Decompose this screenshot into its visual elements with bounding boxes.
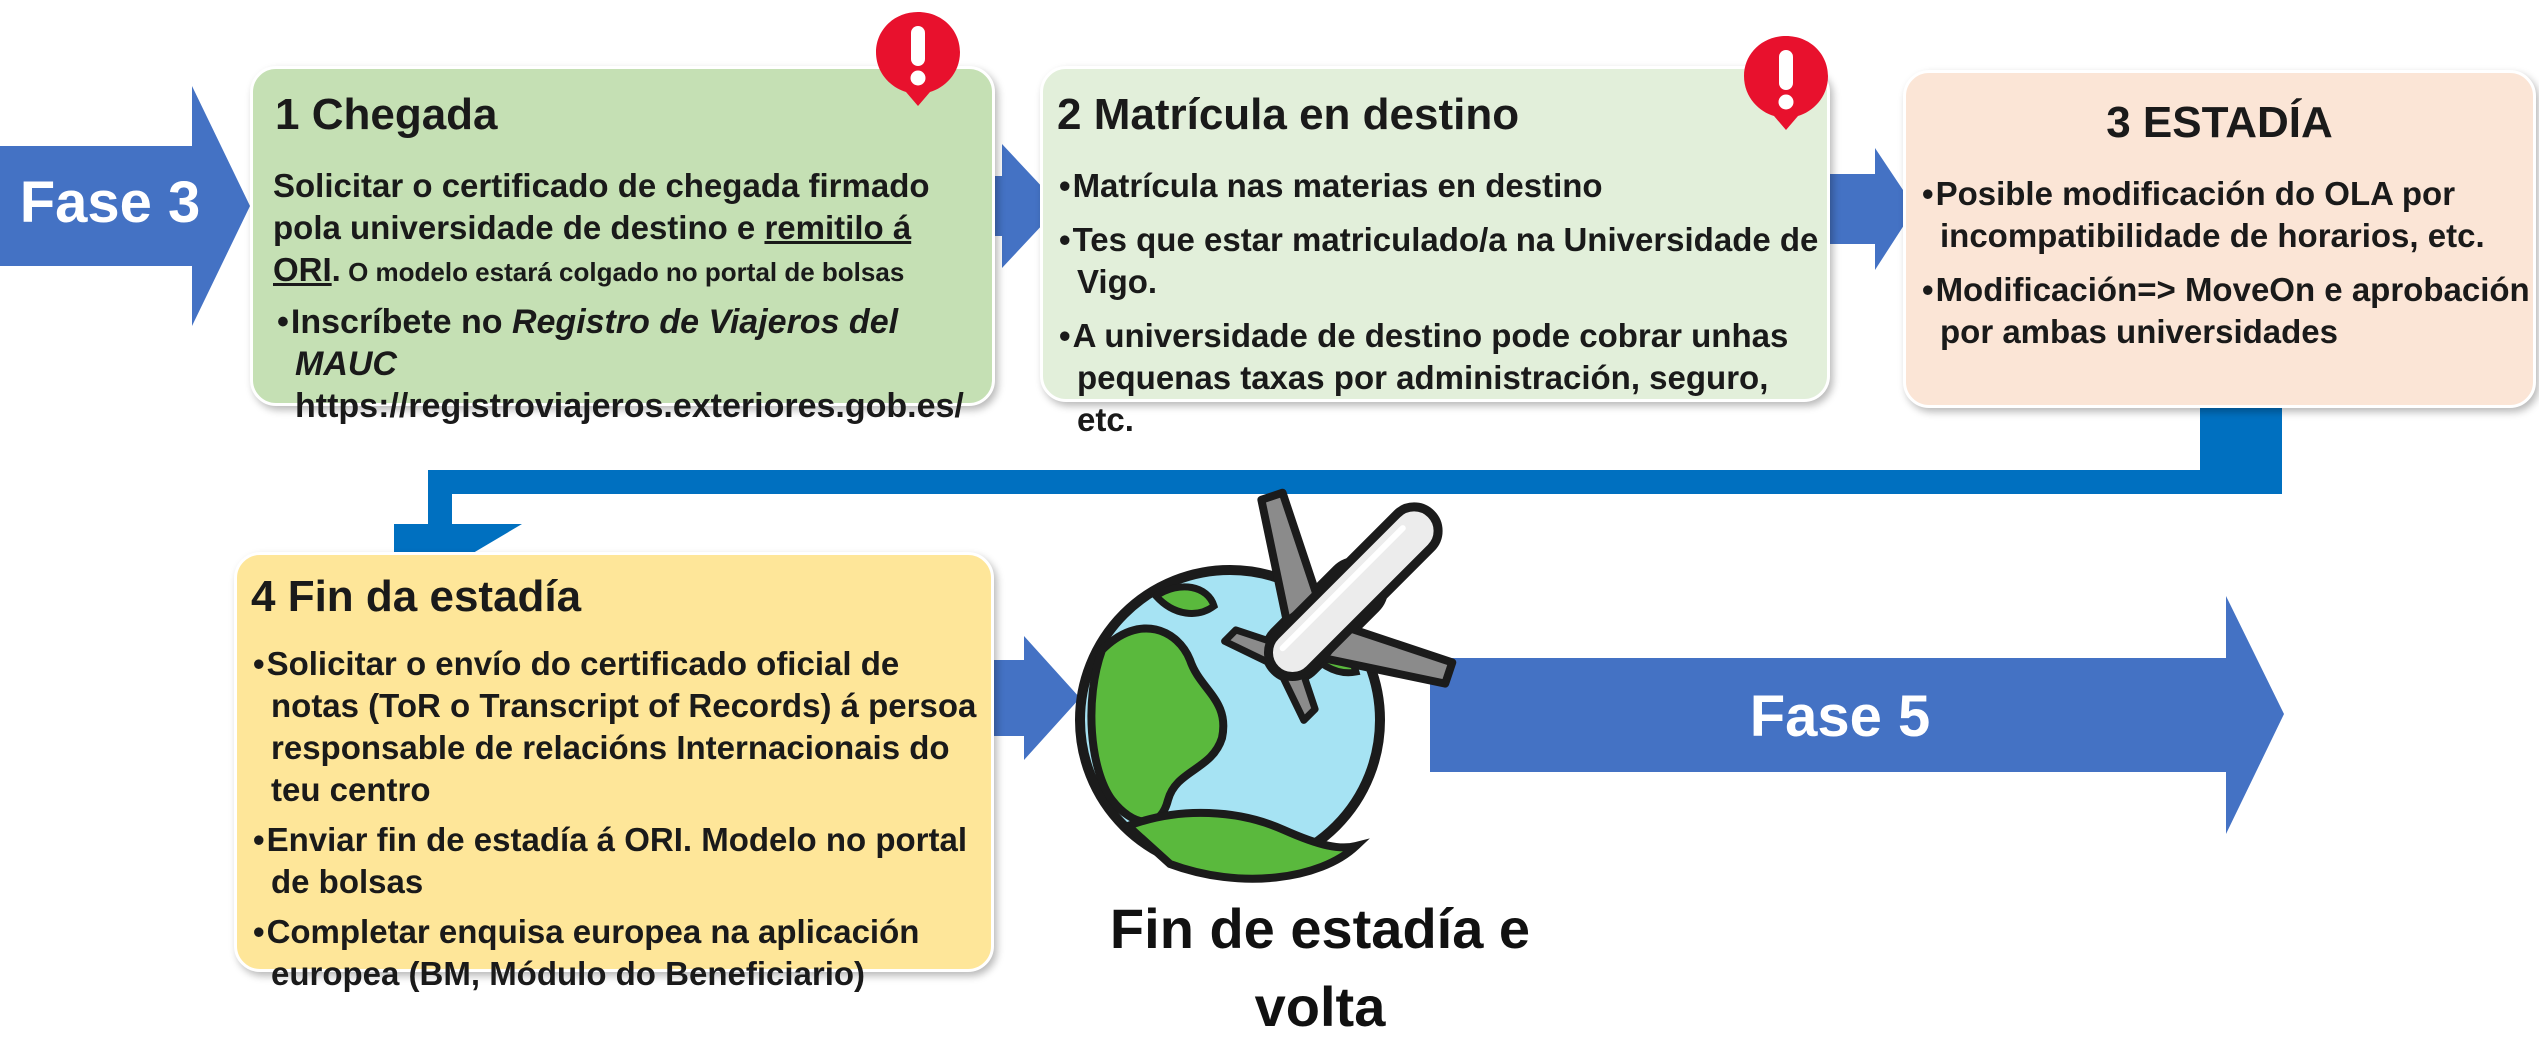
- step2-title: 2 Matrícula en destino: [1057, 90, 1520, 139]
- exclamation-badge-icon: [876, 12, 960, 106]
- step2-matricula-box: 2 Matrícula en destino Matrícula nas mat…: [1040, 66, 1830, 438]
- step2-bullet: Matrícula nas materias en destino: [1057, 165, 1827, 207]
- step1-bullet-italic: Registro de Viajeros del MAUC: [295, 303, 899, 383]
- step3-estadia-box: 3 ESTADÍA Posible modificación do OLA po…: [1903, 70, 2536, 408]
- step1-line1: Solicitar o certificado de chegada firma…: [273, 167, 930, 246]
- step1-description: Solicitar o certificado de chegada firma…: [273, 165, 973, 293]
- step4-bullet: Enviar fin de estadía á ORI. Modelo no p…: [251, 819, 991, 903]
- step4-bullet: Solicitar o envío do certificado oficial…: [251, 643, 991, 811]
- step1-bullet-url: https://registroviajeros.exteriores.gob.…: [295, 387, 964, 425]
- connector-step3-to-step4: [394, 394, 2282, 556]
- step1-small-note: O modelo estará colgado no portal de bol…: [340, 257, 905, 287]
- step3-title: 3 ESTADÍA: [2106, 98, 2333, 147]
- step4-bullets: Solicitar o envío do certificado oficial…: [251, 643, 991, 1003]
- step4-fin-estadia-box: 4 Fin da estadía Solicitar o envío do ce…: [234, 552, 994, 992]
- step2-bullets: Matrícula nas materias en destino Tes qu…: [1057, 165, 1827, 453]
- fase5-arrow: [1430, 596, 2284, 834]
- fase3-label: Fase 3: [19, 170, 201, 235]
- step1-title: 1 Chegada: [275, 90, 498, 139]
- globe-caption: Fin de estadía e volta: [1109, 897, 1531, 1038]
- fase3-arrow: [0, 86, 250, 326]
- step1-chegada-box: 1 Chegada Solicitar o certificado de che…: [250, 66, 995, 425]
- step1-underlined: remitilo á ORI: [273, 209, 912, 288]
- exclamation-badge-icon: [1744, 36, 1828, 130]
- arrow-step1-to-step2: [995, 144, 1060, 268]
- globe-airplane-icon: [1075, 488, 1457, 883]
- step1-after-underlined: .: [331, 251, 341, 288]
- step1-bullet-prefix: Inscríbete no: [290, 303, 512, 341]
- step2-bullet: A universidade de destino pode cobrar un…: [1057, 315, 1827, 441]
- step1-bullet: Inscríbete no Registro de Viajeros del M…: [275, 301, 995, 427]
- step4-bullet: Completar enquisa europea na aplicación …: [251, 911, 991, 995]
- step3-bullets: Posible modificación do OLA por incompat…: [1920, 173, 2532, 365]
- step1-bullets: Inscríbete no Registro de Viajeros del M…: [275, 301, 995, 439]
- step3-bullet: Modificación=> MoveOn e aprobación por a…: [1920, 269, 2532, 353]
- arrow-step2-to-step3: [1815, 148, 1915, 270]
- step3-bullet: Posible modificación do OLA por incompat…: [1920, 173, 2532, 257]
- step4-title: 4 Fin da estadía: [251, 572, 582, 621]
- step2-bullet: Tes que estar matriculado/a na Universid…: [1057, 219, 1827, 303]
- fase5-label: Fase 5: [1749, 684, 1931, 749]
